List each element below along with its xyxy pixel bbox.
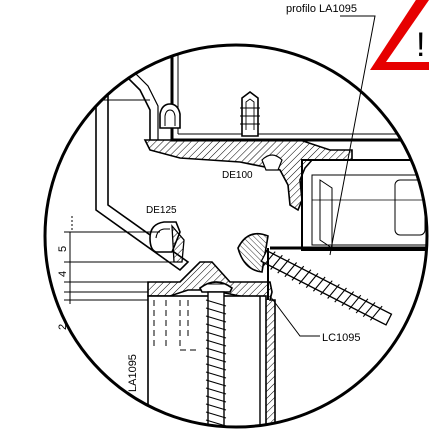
profile-la1095 — [147, 261, 276, 427]
right-frame-box — [301, 159, 427, 251]
detail-circle — [43, 43, 429, 429]
clipped-detail — [64, 45, 427, 427]
warning-symbol: ! — [416, 26, 425, 64]
label-profile-top: profilo LA1095 — [286, 3, 357, 15]
label-de125: DE125 — [146, 205, 177, 216]
label-de100: DE100 — [222, 170, 253, 181]
profile-de100 — [143, 139, 353, 212]
warning-triangle-icon: ! — [370, 0, 429, 70]
screw-lc1095 — [237, 232, 393, 326]
dimension-4: 4 — [57, 271, 69, 277]
vertical-screw — [198, 281, 234, 427]
dimension-lines — [64, 216, 178, 304]
dimension-2: 2 — [57, 324, 69, 330]
glass-gaskets — [159, 91, 260, 137]
leader-lines — [269, 15, 376, 337]
dimension-5: 5 — [57, 246, 69, 252]
wall-lines — [267, 246, 427, 300]
label-la1095: LA1095 — [127, 354, 139, 392]
label-lc1095: LC1095 — [322, 332, 361, 344]
gasket-de125 — [149, 221, 185, 263]
